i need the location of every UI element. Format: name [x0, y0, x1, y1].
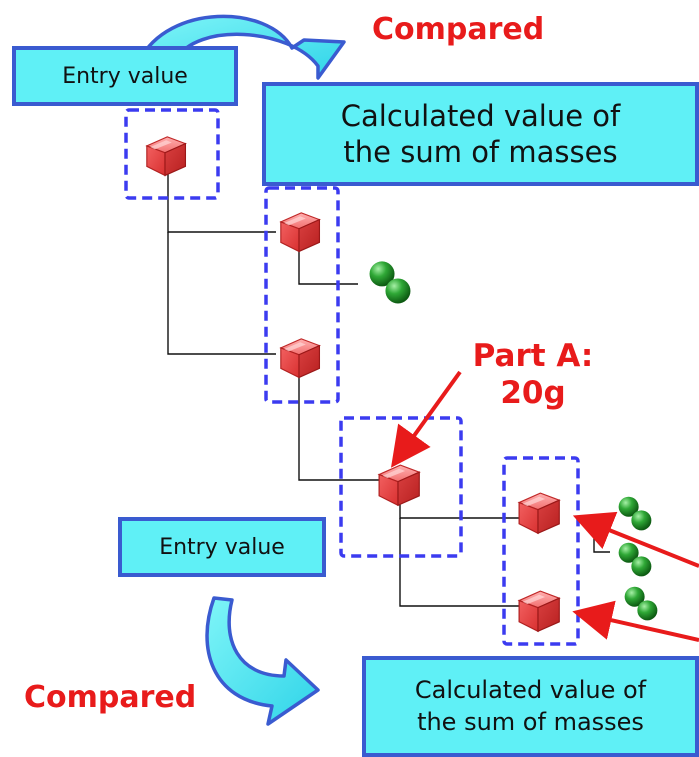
compare-arrow-top: [138, 14, 346, 80]
part-a-mass: 20g: [500, 375, 566, 412]
green-spheres-icon: [369, 261, 411, 304]
connector-child2-to-parta: [298, 370, 380, 481]
dashed-groups: [124, 108, 580, 646]
red-cube-icon: [378, 464, 420, 506]
connector-root-to-child1: [167, 172, 276, 233]
curved-arrow-icon: [138, 14, 346, 80]
calc-value-bottom-box: Calculated value of the sum of masses: [362, 656, 699, 757]
group-level3: [502, 456, 580, 646]
red-cube-icon: [280, 338, 321, 379]
green-spheres-icon: [624, 586, 658, 621]
arrow-sub1-pointer: [572, 511, 699, 568]
group-level2: [339, 416, 463, 558]
connector-root-to-child2: [167, 232, 276, 355]
calc-value-top-box: Calculated value of the sum of masses: [262, 82, 699, 186]
group-root: [124, 108, 220, 200]
connector-parta-to-sub2: [399, 518, 520, 607]
entry-value-top-label: Entry value: [62, 63, 188, 89]
calc-value-bottom-line1: Calculated value of: [414, 676, 647, 705]
tree-connectors: [167, 172, 610, 607]
compared-top-label: Compared: [372, 12, 545, 47]
green-spheres-icon: [618, 496, 652, 531]
red-cube-icon: [518, 590, 560, 632]
compare-arrow-bottom: [205, 596, 320, 726]
red-cube-icon: [146, 136, 187, 177]
calc-value-bottom-line2: the sum of masses: [417, 707, 644, 736]
calc-value-top-line1: Calculated value of: [340, 98, 621, 133]
part-a-name: Part A:: [472, 338, 594, 374]
red-pointers: [390, 370, 699, 642]
connector-child1-to-spheres: [298, 248, 358, 285]
part-a-label: Part A: 20g: [448, 338, 618, 412]
red-cube-icon: [280, 212, 321, 253]
entry-value-bottom-box: Entry value: [118, 517, 326, 577]
entry-value-top-box: Entry value: [12, 46, 238, 106]
entry-value-bottom-label: Entry value: [159, 534, 285, 560]
compared-bottom-label: Compared: [24, 680, 197, 715]
curved-arrow-icon: [205, 596, 320, 726]
arrow-sub2-pointer: [572, 600, 699, 642]
calc-value-top-line2: the sum of masses: [343, 135, 618, 169]
group-level1: [264, 186, 340, 404]
green-spheres-icon: [618, 542, 652, 577]
red-cube-icon: [518, 492, 560, 534]
arrow-parta-pointer: [390, 370, 462, 468]
